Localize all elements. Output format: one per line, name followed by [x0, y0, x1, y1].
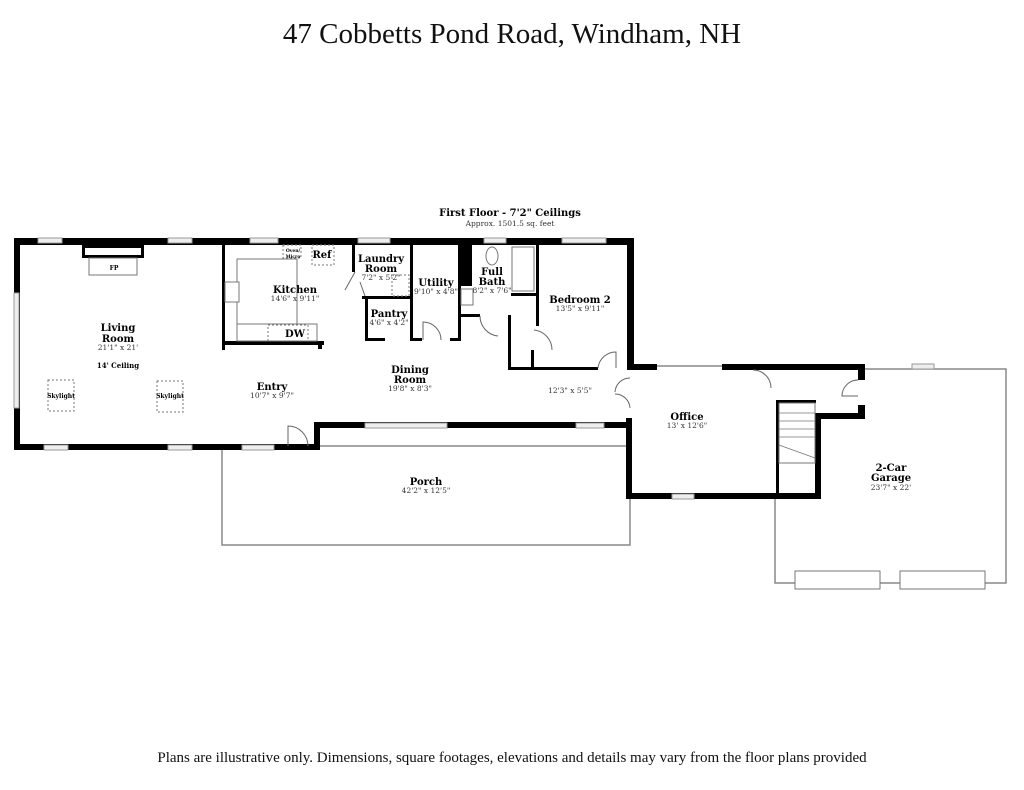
garage-door [794, 570, 881, 590]
office-dims: 13' x 12'6" [667, 421, 707, 430]
garage-label: Garage [871, 473, 911, 484]
bedroom-2-label: Bedroom 2 [549, 295, 610, 306]
bath-label: Full [481, 267, 503, 278]
skylight-label: Skylight [156, 393, 184, 400]
porch-outline [221, 445, 631, 546]
kitchen-label: Kitchen [273, 285, 318, 296]
laundry-dims: 7'2" x 5'2" [361, 273, 400, 282]
living-room-label: Living [101, 323, 136, 334]
fixtures [47, 244, 816, 464]
entry-label: Entry [257, 382, 289, 393]
dining-room-dims: 19'8" x 8'3" [388, 384, 432, 393]
oven-label: Oven/ [286, 248, 301, 254]
micro-label: Micro [286, 254, 301, 260]
porch-dims: 42'2" x 12'5" [402, 486, 451, 495]
dining-room-label: Dining [391, 365, 429, 376]
garage-outline [774, 368, 1007, 584]
floor-area: Approx. 1501.5 sq. feet [465, 219, 555, 228]
porch-label: Porch [410, 477, 443, 488]
kitchen-dims: 14'6" x 9'11" [271, 294, 320, 303]
garage-door [899, 570, 986, 590]
disclaimer: Plans are illustrative only. Dimensions,… [157, 750, 867, 766]
dining-room-label: Room [394, 375, 427, 386]
laundry-label: Room [365, 264, 398, 275]
ref-label: Ref [313, 250, 333, 261]
bath-label: Bath [479, 277, 507, 288]
entry-dims: 10'7" x 9'7" [250, 391, 294, 400]
garage-dims: 23'7" x 22' [871, 483, 911, 492]
pantry-label: Pantry [371, 309, 409, 320]
pantry-dims: 4'6" x 4'2" [369, 318, 408, 327]
utility-dims: 9'10" x 4'8" [414, 287, 458, 296]
page-title: 47 Cobbetts Pond Road, Windham, NH [282, 18, 742, 50]
skylight-label: Skylight [47, 393, 75, 400]
dishwasher-label: DW [285, 329, 306, 340]
bath-dims: 8'2" x 7'6" [472, 286, 511, 295]
bedroom-2-dims: 13'5" x 9'11" [556, 304, 605, 313]
office-label: Office [670, 412, 703, 423]
living-room-dims: 21'1" x 21' [98, 343, 138, 352]
floor-heading: First Floor - 7'2" Ceilings [439, 208, 581, 219]
doors [287, 271, 859, 447]
hall-dims: 12'3" x 5'5" [548, 386, 592, 395]
living-room-ceiling: 14' Ceiling [97, 361, 139, 370]
living-room-label: Room [102, 334, 135, 345]
garage-label: 2-Car [876, 463, 908, 474]
utility-label: Utility [418, 278, 454, 289]
fireplace-label: FP [110, 265, 119, 272]
windows [13, 237, 935, 500]
laundry-label: Laundry [358, 254, 405, 265]
